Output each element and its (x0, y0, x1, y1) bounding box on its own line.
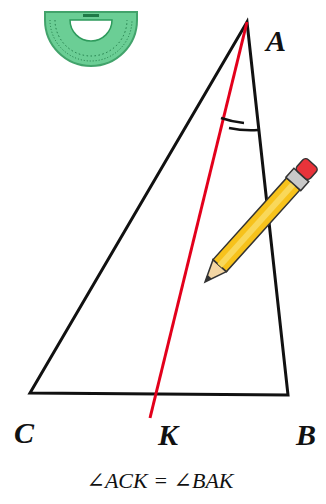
triangle-outline (30, 22, 288, 395)
vertex-label: C (14, 418, 34, 448)
vertex-label: B (296, 420, 316, 450)
pencil-icon (198, 156, 320, 288)
angle-arc (229, 128, 258, 130)
protractor-icon (45, 12, 137, 66)
segment-ak (150, 22, 247, 418)
vertex-label: A (266, 26, 286, 56)
point-label: K (158, 420, 178, 450)
caption-text: ∠ACK = ∠BAK (86, 470, 233, 492)
angle-arc (221, 118, 244, 123)
